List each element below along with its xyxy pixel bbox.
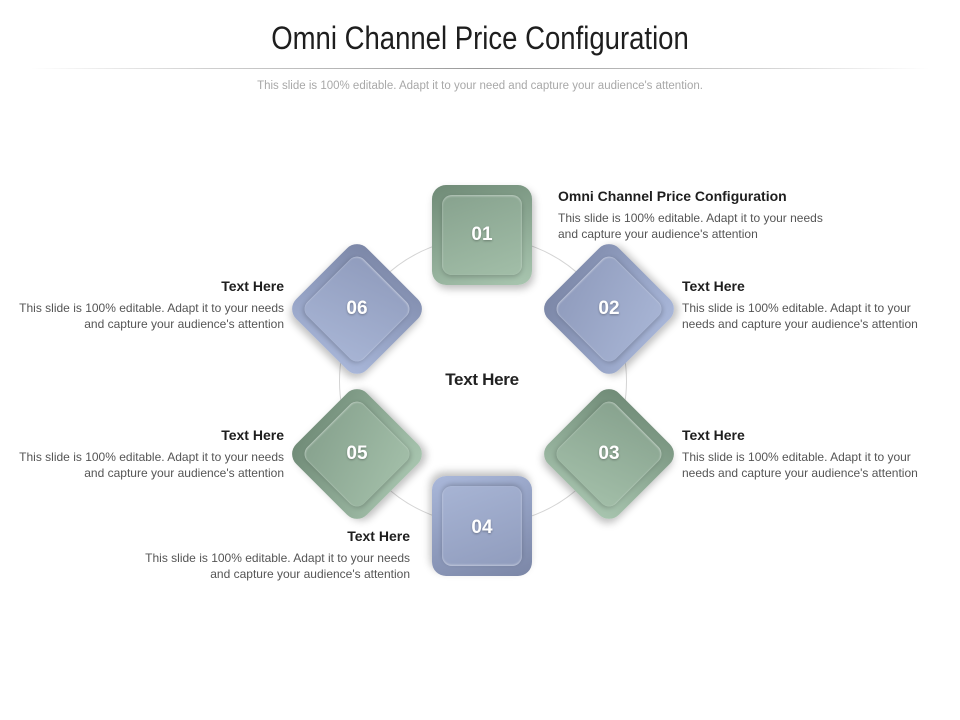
step-tile-01-inner	[442, 195, 522, 275]
step-number-05: 05	[346, 443, 368, 464]
step-heading-06: Text Here	[221, 278, 284, 294]
step-number-04: 04	[471, 517, 493, 538]
step-tile-03: 03	[538, 383, 680, 525]
page-title: Omni Channel Price Configuration	[271, 20, 689, 56]
step-label-06: Text Here This slide is 100% editable. A…	[18, 278, 284, 332]
step-tile-04: 04	[432, 476, 532, 576]
step-text-05: This slide is 100% editable. Adapt it to…	[19, 450, 284, 480]
center-label: Text Here	[445, 370, 519, 389]
step-number-01: 01	[471, 224, 493, 245]
step-tile-06: 06	[286, 238, 428, 380]
page-subtitle: This slide is 100% editable. Adapt it to…	[257, 80, 703, 92]
step-number-02: 02	[598, 298, 620, 319]
step-heading-04: Text Here	[347, 528, 410, 544]
step-text-03: This slide is 100% editable. Adapt it to…	[682, 450, 918, 480]
step-text-02: This slide is 100% editable. Adapt it to…	[682, 301, 918, 331]
step-heading-03: Text Here	[682, 427, 745, 443]
step-text-01: This slide is 100% editable. Adapt it to…	[558, 211, 823, 241]
step-heading-02: Text Here	[682, 278, 745, 294]
step-label-01: Omni Channel Price Configuration This sl…	[558, 188, 828, 242]
step-tile-05: 05	[286, 383, 428, 525]
step-text-06: This slide is 100% editable. Adapt it to…	[19, 301, 284, 331]
step-heading-01: Omni Channel Price Configuration	[558, 188, 787, 204]
title-divider	[30, 68, 930, 69]
step-label-02: Text Here This slide is 100% editable. A…	[682, 278, 944, 332]
step-text-04: This slide is 100% editable. Adapt it to…	[145, 551, 410, 581]
step-number-03: 03	[598, 443, 620, 464]
step-label-04: Text Here This slide is 100% editable. A…	[144, 528, 410, 582]
step-number-06: 06	[346, 298, 368, 319]
step-label-03: Text Here This slide is 100% editable. A…	[682, 427, 944, 481]
step-tile-02: 02	[538, 238, 680, 380]
step-heading-05: Text Here	[221, 427, 284, 443]
step-tile-01: 01	[432, 185, 532, 285]
step-label-05: Text Here This slide is 100% editable. A…	[18, 427, 284, 481]
